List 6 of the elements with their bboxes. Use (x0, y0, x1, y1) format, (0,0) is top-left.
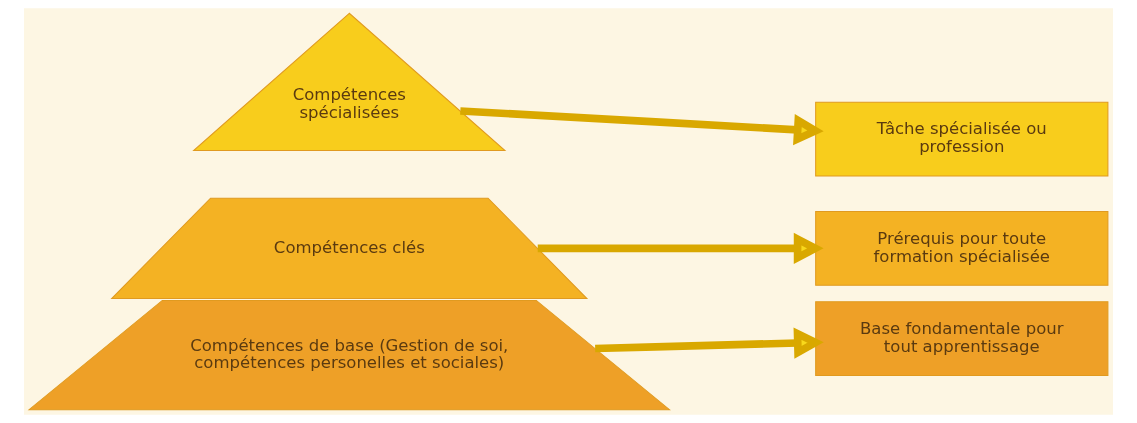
node-box: Base fondamentale pour tout apprentissage (815, 301, 1109, 376)
node-box: Tâche spécialisée ou profession (815, 101, 1109, 177)
arrow (595, 327, 824, 359)
node-box: Prérequis pour toute formation spécialisée (815, 211, 1109, 286)
arrow (537, 232, 824, 264)
arrow (460, 107, 824, 146)
